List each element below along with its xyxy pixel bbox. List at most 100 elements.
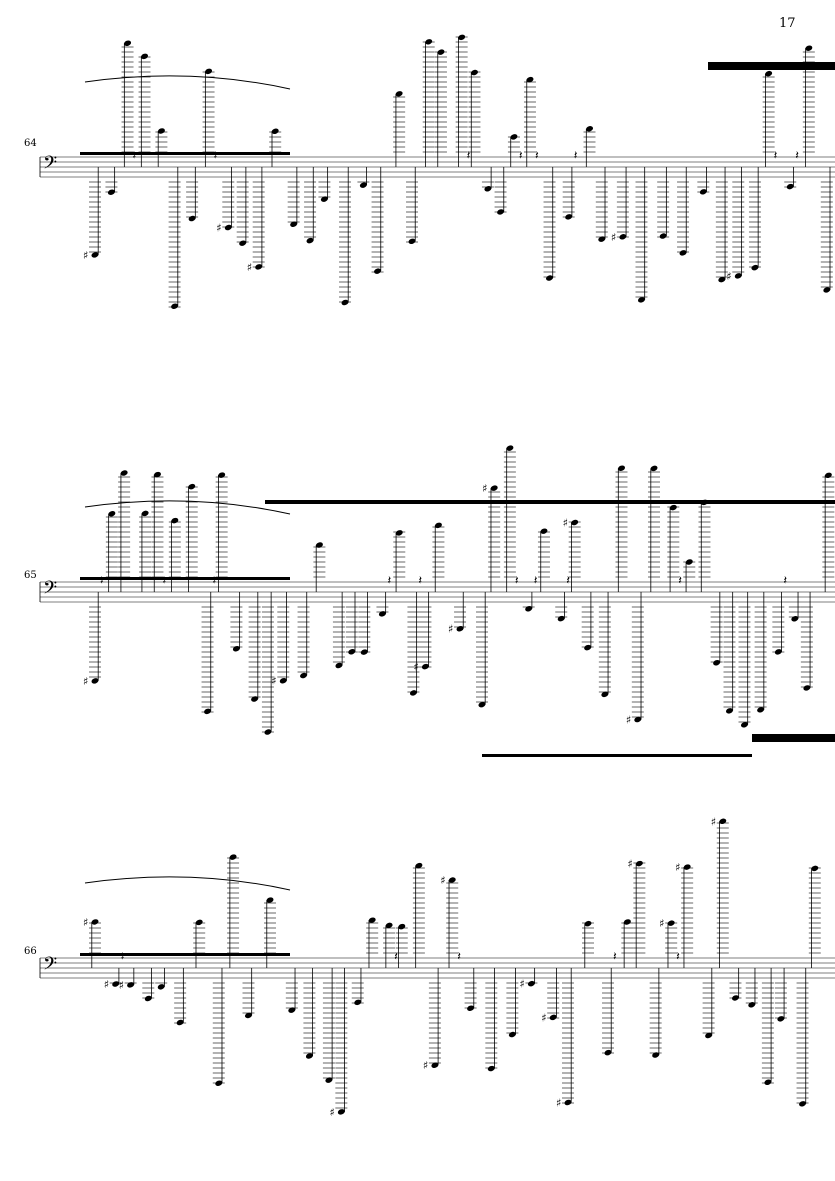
notehead	[300, 672, 308, 679]
bass-clef-icon: 𝄢	[43, 578, 57, 603]
notehead	[141, 510, 149, 517]
beam	[752, 734, 835, 742]
notehead	[791, 616, 799, 622]
notehead	[549, 1014, 557, 1021]
rest-icon: 𝄽	[613, 949, 617, 963]
notehead	[458, 34, 466, 41]
notehead	[205, 68, 213, 75]
notehead	[188, 483, 196, 490]
sharp-icon: ♯	[329, 1106, 334, 1119]
beam	[80, 577, 290, 580]
notehead	[740, 722, 748, 728]
notehead	[751, 264, 759, 271]
notehead	[325, 1077, 333, 1083]
notehead	[378, 611, 386, 617]
notehead	[315, 542, 323, 548]
notehead	[395, 91, 403, 97]
notehead	[546, 275, 554, 281]
notehead	[456, 625, 464, 632]
notehead	[157, 128, 165, 134]
notehead	[108, 511, 116, 517]
rest-icon: 𝄽	[774, 148, 778, 162]
notehead	[271, 128, 279, 135]
sharp-icon: ♯	[83, 916, 88, 929]
notehead	[484, 186, 492, 192]
sharp-icon: ♯	[104, 978, 109, 991]
rest-icon: 𝄽	[394, 949, 398, 963]
notehead	[650, 465, 658, 472]
notehead	[144, 995, 152, 1002]
notehead	[526, 76, 534, 83]
notehead	[823, 287, 831, 293]
notehead	[195, 919, 203, 926]
notehead	[91, 678, 99, 684]
rest-icon: 𝄽	[418, 573, 422, 587]
rest-icon: 𝄽	[535, 148, 539, 162]
notehead	[368, 917, 376, 923]
notehead	[679, 250, 687, 256]
notehead	[153, 471, 161, 478]
notehead	[224, 224, 232, 231]
notehead	[157, 984, 165, 990]
notehead	[171, 303, 179, 309]
notehead	[764, 1079, 772, 1085]
sharp-icon: ♯	[413, 661, 418, 674]
notehead	[421, 663, 429, 670]
notehead	[431, 1062, 439, 1068]
notehead	[385, 922, 393, 929]
notehead	[719, 818, 727, 825]
notehead	[748, 1002, 756, 1008]
notehead	[120, 470, 128, 476]
rest-icon: 𝄽	[574, 148, 578, 162]
notehead	[652, 1052, 660, 1058]
rest-icon: 𝄽	[387, 573, 391, 587]
sharp-icon: ♯	[726, 270, 731, 283]
notehead	[91, 252, 99, 258]
notehead	[244, 1012, 252, 1019]
notehead	[824, 472, 832, 479]
notehead	[805, 45, 813, 51]
notehead	[409, 690, 417, 696]
sharp-icon: ♯	[675, 861, 680, 874]
sharp-icon: ♯	[247, 261, 252, 274]
notehead	[637, 297, 645, 303]
notehead	[799, 1101, 807, 1107]
notehead	[112, 981, 120, 987]
rest-icon: 𝄽	[795, 148, 799, 162]
beam	[80, 152, 290, 155]
notehead	[584, 644, 592, 651]
measure-number: 64	[24, 138, 37, 149]
notehead	[803, 685, 811, 691]
notehead	[525, 606, 533, 612]
sharp-icon: ♯	[519, 978, 524, 991]
notehead	[713, 660, 721, 666]
rest-icon: 𝄽	[783, 573, 787, 587]
sharp-icon: ♯	[659, 917, 664, 930]
bass-clef-icon: 𝄢	[43, 153, 57, 178]
notehead	[506, 445, 514, 451]
sharp-icon: ♯	[448, 623, 453, 636]
measure-number: 66	[24, 946, 37, 957]
sharp-icon: ♯	[627, 858, 632, 871]
notehead	[279, 677, 287, 684]
beam	[708, 62, 835, 70]
notehead	[374, 268, 382, 274]
notehead	[527, 980, 535, 987]
sharp-icon: ♯	[611, 231, 616, 244]
notehead	[395, 530, 403, 536]
bass-clef-icon: 𝄢	[43, 954, 57, 979]
notehead	[635, 860, 643, 867]
notehead	[487, 1065, 495, 1072]
notehead	[540, 528, 548, 534]
sharp-icon: ♯	[271, 675, 276, 688]
notehead	[718, 276, 726, 283]
notehead	[765, 70, 773, 77]
notehead	[415, 862, 423, 869]
notehead	[320, 196, 328, 202]
rest-icon: 𝄽	[467, 148, 471, 162]
notehead	[127, 982, 135, 988]
rest-icon: 𝄽	[534, 573, 538, 587]
sharp-icon: ♯	[482, 482, 487, 495]
tie	[84, 876, 291, 891]
notehead	[811, 865, 819, 872]
